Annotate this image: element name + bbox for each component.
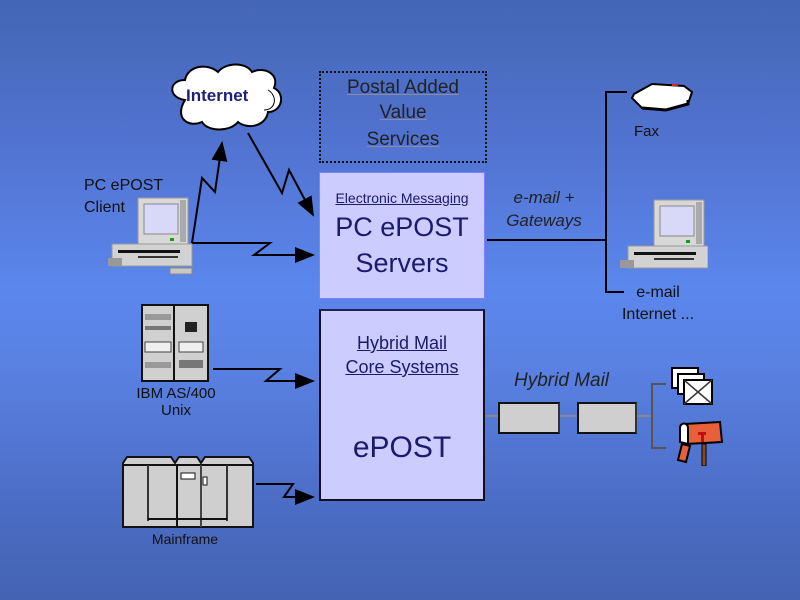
- client-to-internet-link: [191, 141, 228, 244]
- pc-client-label-line2: Client: [84, 199, 125, 216]
- pc-epost-servers-title-line2: Servers: [355, 248, 449, 278]
- as400-to-hybrid-link: [213, 368, 315, 389]
- email-internet-label-line1: e-mail: [636, 284, 680, 301]
- hybrid-process-box-1[interactable]: [498, 402, 560, 434]
- pc-epost-servers-box[interactable]: Electronic Messaging PC ePOST Servers: [319, 172, 485, 299]
- internet-label: Internet: [186, 86, 249, 105]
- postal-added-value-box[interactable]: Postal Added Value Services: [319, 71, 487, 163]
- email-bus-line: [605, 91, 627, 293]
- pc-client-label-line1: PC ePOST: [84, 177, 164, 194]
- email-computer-icon[interactable]: [612, 196, 708, 280]
- hybrid-mail-core-box[interactable]: Hybrid Mail Core Systems ePOST: [319, 309, 485, 501]
- electronic-messaging-subtitle: Electronic Messaging: [335, 190, 469, 206]
- hybrid-mail-flow-label: Hybrid Mail: [514, 370, 610, 391]
- mainframe-icon[interactable]: [121, 455, 257, 531]
- internet-cloud-icon: [171, 63, 283, 131]
- epost-title: ePOST: [352, 431, 452, 464]
- pc-epost-servers-title-line1: PC ePOST: [335, 212, 469, 242]
- as400-label: IBM AS/400 Unix: [126, 385, 226, 419]
- email-internet-label: e-mail Internet ...: [608, 282, 708, 326]
- as400-label-line2: Unix: [160, 402, 191, 419]
- mainframe-label: Mainframe: [151, 531, 219, 547]
- mailbox-icon: [676, 420, 724, 466]
- hybrid-fork-line: [651, 383, 666, 449]
- client-to-messaging-link: [192, 242, 315, 263]
- mainframe-to-hybrid-link: [256, 483, 315, 505]
- email-internet-label-line2: Internet ...: [621, 306, 695, 323]
- envelopes-icon: [671, 367, 713, 405]
- pc-client-label: PC ePOST Client: [84, 175, 163, 219]
- hybrid-process-box-2[interactable]: [577, 402, 637, 434]
- hybrid-mail-subtitle-line1: Hybrid Mail: [356, 333, 448, 353]
- email-gateways-label-line2: Gateways: [506, 211, 582, 230]
- as400-label-line1: IBM AS/400: [136, 385, 216, 402]
- postal-added-value-line1: Postal Added Value: [347, 77, 459, 123]
- internet-to-messaging-link: [247, 132, 314, 217]
- email-gateways-label: e-mail + Gateways: [494, 186, 594, 232]
- postal-added-value-line2: Services: [366, 129, 440, 150]
- fax-machine-icon[interactable]: [630, 80, 694, 114]
- as400-server-icon[interactable]: [141, 304, 211, 384]
- fax-label: Fax: [634, 123, 660, 140]
- pc-client-computer-icon[interactable]: [108, 196, 198, 280]
- hybrid-mail-subtitle-line2: Core Systems: [345, 357, 459, 377]
- email-gateways-label-line1: e-mail +: [513, 188, 575, 207]
